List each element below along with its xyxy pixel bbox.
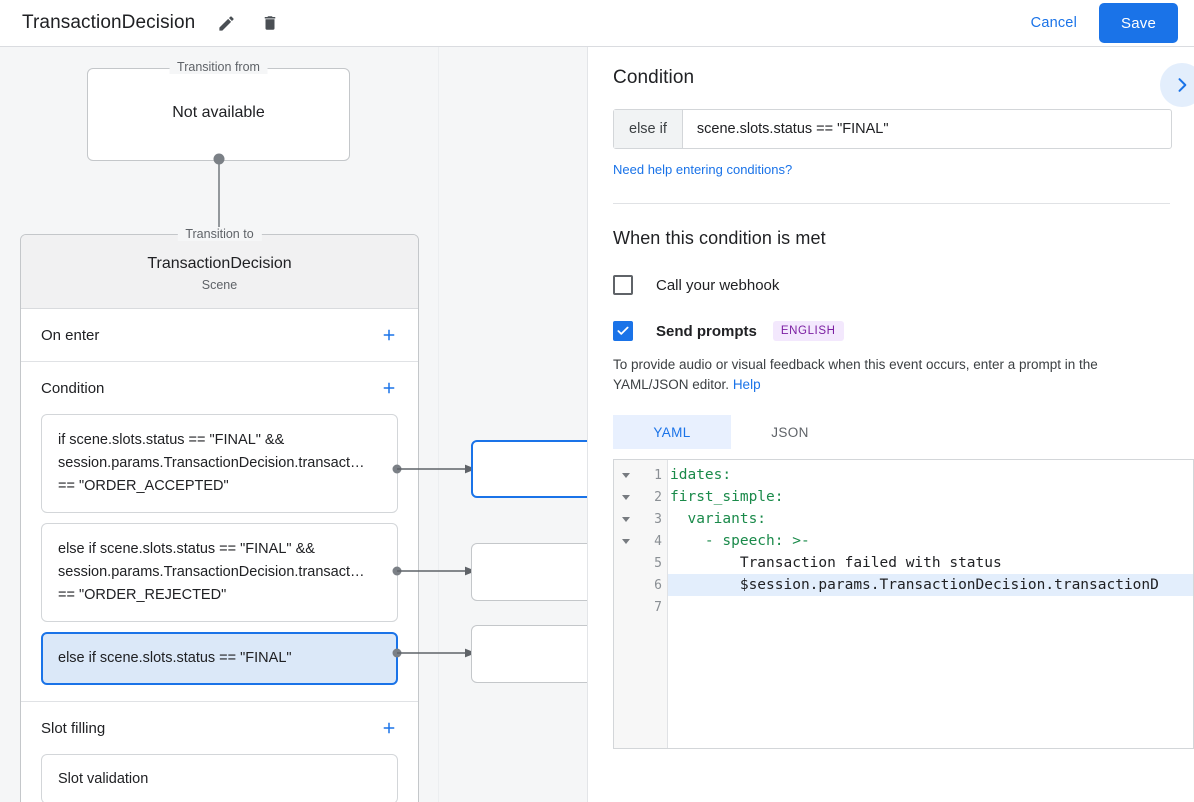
chevron-right-icon[interactable] [1160, 63, 1194, 107]
send-prompts-row: Send prompts ENGLISH [613, 321, 1170, 341]
condition-list: if scene.slots.status == "FINAL" && sess… [21, 414, 418, 701]
scene-header[interactable]: TransactionDecision Scene [21, 235, 418, 309]
call-webhook-checkbox[interactable] [613, 275, 633, 295]
tab-yaml[interactable]: YAML [613, 415, 731, 449]
code-line: first_simple: [670, 489, 784, 505]
panel-body: When this condition is met Call your web… [589, 204, 1194, 749]
scene-name: TransactionDecision [147, 255, 292, 272]
code-line: Transaction failed with status [670, 555, 1002, 571]
gutter-line: 6 [614, 574, 667, 596]
section-header: Condition [21, 362, 418, 414]
transition-from-legend: Transition from [169, 60, 268, 74]
fold-triangle-icon[interactable] [614, 514, 638, 524]
section-title-on-enter: On enter [41, 326, 100, 344]
connector-line-2 [392, 566, 476, 576]
section-condition: Condition if scene.slots.status == "FINA… [21, 362, 418, 702]
gutter-line: 1 [614, 464, 667, 486]
page-title: TransactionDecision [22, 12, 196, 33]
section-slot-filling: Slot filling Slot validation [21, 702, 418, 802]
trash-icon[interactable] [257, 10, 283, 36]
panel-divider [613, 203, 1170, 204]
line-number: 6 [654, 577, 662, 593]
prompts-description: To provide audio or visual feedback when… [613, 355, 1169, 395]
webhook-row: Call your webhook [613, 275, 1170, 295]
line-number: 5 [654, 555, 662, 571]
slot-validation-card[interactable]: Slot validation [41, 754, 398, 802]
code-line-active: $session.params.TransactionDecision.tran… [668, 574, 1193, 596]
save-button[interactable]: Save [1099, 3, 1178, 43]
section-on-enter: On enter [21, 309, 418, 362]
panel-header: Condition else if Need help entering con… [589, 47, 1194, 204]
scene-type: Scene [201, 278, 238, 292]
slot-filling-list: Slot validation [21, 754, 418, 802]
send-prompts-checkbox[interactable] [613, 321, 633, 341]
section-title-slot-filling: Slot filling [41, 719, 106, 737]
condition-card[interactable]: else if scene.slots.status == "FINAL" &&… [41, 523, 398, 622]
add-on-enter-plus-icon[interactable] [378, 324, 400, 346]
fold-triangle-icon[interactable] [614, 536, 638, 546]
condition-detail-panel: Condition else if Need help entering con… [589, 47, 1194, 802]
line-number: 3 [654, 511, 662, 527]
pencil-icon[interactable] [213, 10, 239, 36]
connector-line-3 [392, 648, 476, 658]
line-number: 4 [654, 533, 662, 549]
call-webhook-label: Call your webhook [656, 276, 780, 294]
code-line: variants: [670, 511, 767, 527]
help-link[interactable]: Help [732, 377, 761, 392]
gutter-line: 7 [614, 596, 667, 618]
target-node-2[interactable] [471, 543, 587, 601]
send-prompts-label: Send prompts [656, 322, 757, 340]
panel-title: Condition [613, 67, 695, 88]
condition-input-row: else if [613, 109, 1172, 149]
condition-card-selected[interactable]: else if scene.slots.status == "FINAL" [41, 632, 398, 685]
line-number: 1 [654, 467, 662, 483]
code-line [668, 596, 1193, 618]
target-node-3[interactable] [471, 625, 587, 683]
cancel-button[interactable]: Cancel [1021, 7, 1087, 39]
condition-expression-input[interactable] [682, 110, 1171, 148]
editor-code-area[interactable]: idates: first_simple: variants: - speech… [668, 460, 1193, 748]
target-node-1[interactable] [471, 440, 587, 498]
transition-from-box [87, 68, 350, 161]
editor-format-tabs: YAML JSON [613, 415, 1170, 449]
condition-help-link[interactable]: Need help entering conditions? [613, 162, 793, 177]
line-number: 7 [654, 599, 662, 615]
transition-from-value: Not available [172, 104, 265, 121]
flow-canvas[interactable]: Transition from Not available Transition… [0, 47, 588, 802]
add-condition-plus-icon[interactable] [378, 377, 400, 399]
condition-prefix-label: else if [614, 110, 683, 148]
add-slot-filling-plus-icon[interactable] [378, 717, 400, 739]
connector-line-1 [392, 464, 476, 474]
editor-gutter: 1 2 3 4 5 [614, 460, 668, 748]
section-header: On enter [21, 309, 418, 361]
app-header: TransactionDecision Cancel Save [0, 0, 1194, 47]
gutter-line: 5 [614, 552, 667, 574]
transition-to-legend: Transition to [177, 227, 262, 241]
code-line: - speech: >- [670, 533, 810, 549]
gutter-line: 4 [614, 530, 667, 552]
gutter-line: 2 [614, 486, 667, 508]
language-badge: ENGLISH [772, 321, 844, 341]
gutter-line: 3 [614, 508, 667, 530]
section-title-condition: Condition [41, 379, 105, 397]
when-condition-met-title: When this condition is met [613, 228, 826, 248]
yaml-editor[interactable]: 1 2 3 4 5 [613, 459, 1194, 749]
prompts-description-text: To provide audio or visual feedback when… [613, 357, 1098, 392]
transition-to-node[interactable]: Transition to TransactionDecision Scene … [20, 227, 419, 802]
canvas-guide-line [438, 47, 439, 802]
fold-triangle-icon[interactable] [614, 470, 638, 480]
section-header: Slot filling [21, 702, 418, 754]
tab-json[interactable]: JSON [771, 424, 809, 440]
code-line: idates: [670, 467, 732, 483]
transition-from-node[interactable]: Transition from Not available [87, 60, 350, 161]
condition-card[interactable]: if scene.slots.status == "FINAL" && sess… [41, 414, 398, 513]
line-number: 2 [654, 489, 662, 505]
fold-triangle-icon[interactable] [614, 492, 638, 502]
